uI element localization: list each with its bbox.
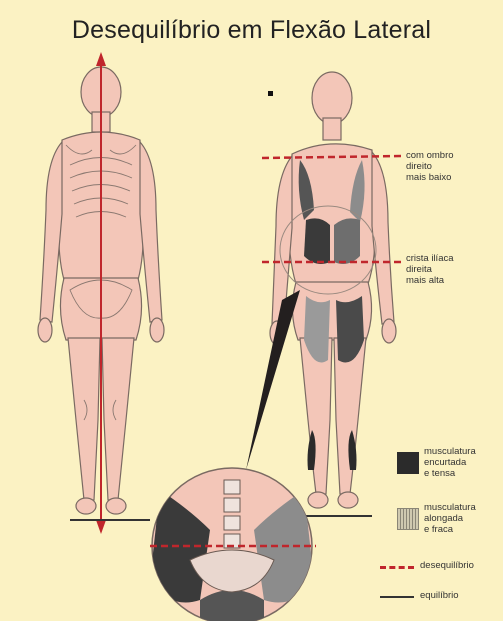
iliac-annotation-line-2: direita	[406, 264, 454, 275]
legend-shortened-line-3: e tensa	[424, 468, 476, 479]
legend-lengthened-line-3: e fraca	[424, 524, 476, 535]
shoulder-annotation-line-2: direito	[406, 161, 454, 172]
right-body-figure	[270, 72, 396, 508]
legend-shortened-line-2: encurtada	[424, 457, 476, 468]
legend-balance-label: equilíbrio	[420, 590, 459, 601]
legend-balance-line	[380, 596, 414, 598]
iliac-annotation-line-3: mais alta	[406, 275, 454, 286]
legend-lengthened-label: musculatura alongada e fraca	[424, 502, 476, 535]
shoulder-annotation-line-3: mais baixo	[406, 172, 454, 183]
shoulder-imbalance-line	[262, 156, 402, 158]
iliac-annotation: crista ilíaca direita mais alta	[406, 253, 454, 286]
legend-lengthened-swatch	[397, 508, 419, 530]
shoulder-annotation-line-1: com ombro	[406, 150, 454, 161]
legend-shortened-swatch	[397, 452, 419, 474]
legend-imbalance-label: desequilíbrio	[420, 560, 474, 571]
legend-imbalance-line	[380, 566, 414, 569]
legend-lengthened-line-2: alongada	[424, 513, 476, 524]
shoulder-annotation: com ombro direito mais baixo	[406, 150, 454, 183]
iliac-annotation-line-1: crista ilíaca	[406, 253, 454, 264]
legend-lengthened-line-1: musculatura	[424, 502, 476, 513]
magnified-inset	[150, 468, 316, 621]
legend-shortened-label: musculatura encurtada e tensa	[424, 446, 476, 479]
legend-shortened-line-1: musculatura	[424, 446, 476, 457]
